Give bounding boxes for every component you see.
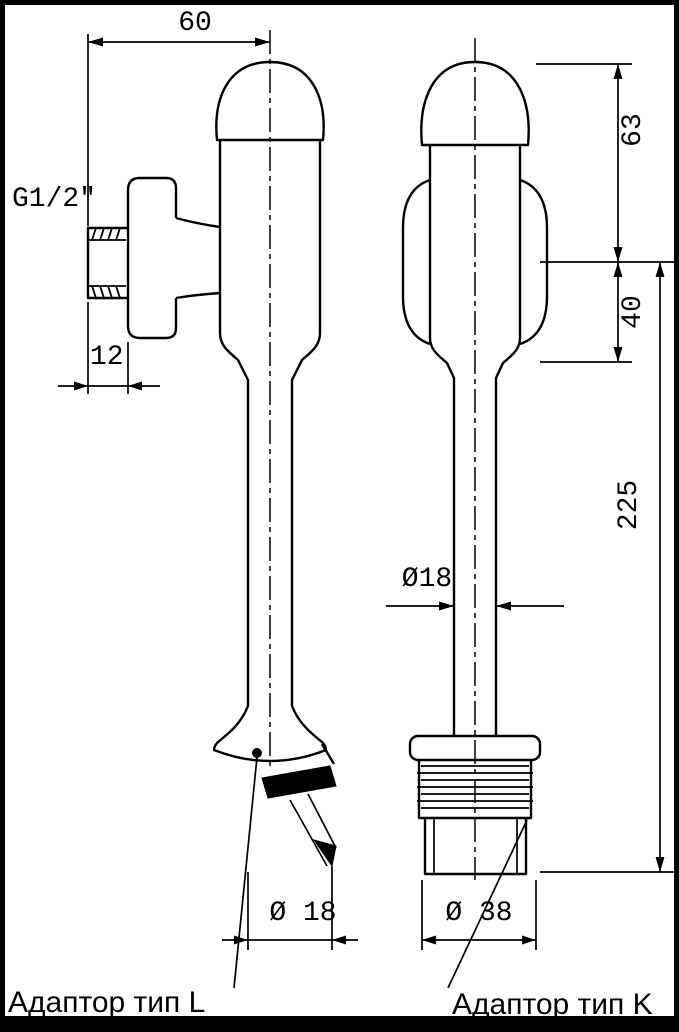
adapter-l-edge-2 [307,793,337,849]
dimension-12: 12 [58,302,160,394]
dim-label-d18-pipe: Ø18 [402,564,452,595]
arrowhead [613,347,623,362]
adapter-k-outline [423,818,528,876]
threaded-outlet [417,760,533,820]
dim-label-g12: G1/2" [12,184,96,215]
side-neck-bottom [175,291,221,300]
dim-label-d38-outlet: Ø 38 [445,898,512,929]
left-view [86,60,337,868]
bottom-flange [408,734,542,762]
dim-label-60: 60 [178,8,212,39]
arrowhead [613,247,623,262]
arrowhead [128,381,142,391]
valve-body-right-view-right-edge [494,145,522,736]
valve-dome-right [420,60,530,147]
leader-line-adapter-k [447,819,528,989]
adapter-l-tip [312,839,337,868]
valve-bell-outlet [212,705,328,763]
valve-dome-left [215,60,325,142]
arrowhead [234,935,248,945]
arrowhead [522,935,536,945]
outlet-thread-outline [417,760,533,820]
inlet-pipe-outline [86,226,128,300]
adapter-l-band [261,765,337,799]
dim-label-d18-outlet: Ø 18 [269,898,336,929]
thread-root-lines [88,239,126,287]
adapter-l [252,743,337,868]
dimension-225: 225 [540,262,674,873]
dimension-pipe-diameter: Ø18 [386,564,564,611]
arrowhead [439,601,454,611]
bottom-bar [0,1016,679,1032]
arrowhead [422,935,436,945]
dim-label-225: 225 [614,480,645,530]
arrowhead [655,857,665,872]
side-flange [126,176,178,340]
side-lug-left [401,178,431,346]
adapter-l-connector [320,743,336,765]
arrowhead [255,37,270,47]
centerlines [269,30,476,880]
valve-body-right-edge [290,140,322,706]
dim-label-63: 63 [618,113,649,147]
dimension-thread-spec: G1/2" [12,184,96,215]
arrowhead [613,262,623,277]
arrowhead [74,381,88,391]
leader-line-adapter-l [233,756,258,989]
side-neck-top [175,216,221,229]
valve-body-right-view-left-edge [428,145,456,736]
adapter-l-edge-1 [289,799,328,867]
adapter-k-inner-lines [433,818,518,874]
dimension-outlet-l: Ø 18 [222,866,358,950]
valve-body-left-edge [218,140,250,706]
caption-adapter-k: Адаптор тип K [447,819,653,1021]
arrowhead [88,37,103,47]
dimension-60: 60 [87,8,270,226]
leader-dot [252,748,262,758]
dimension-63: 63 [536,63,674,263]
arrowhead [613,64,623,79]
caption-label-adapter-k: Адаптор тип K [452,988,653,1021]
thread-hatching [91,227,121,299]
dim-label-12: 12 [90,342,124,373]
dimension-40: 40 [540,262,649,363]
arrowhead [655,262,665,277]
caption-adapter-l: Адаптор тип L [8,756,258,1019]
caption-label-adapter-l: Адаптор тип L [8,986,205,1019]
arrowhead [332,935,346,945]
arrowhead [496,601,511,611]
dim-label-40: 40 [618,295,649,329]
adapter-k [423,818,528,876]
threaded-inlet [86,226,128,300]
dimension-outlet-k: Ø 38 [421,880,537,950]
outlet-thread-lines [417,765,533,809]
